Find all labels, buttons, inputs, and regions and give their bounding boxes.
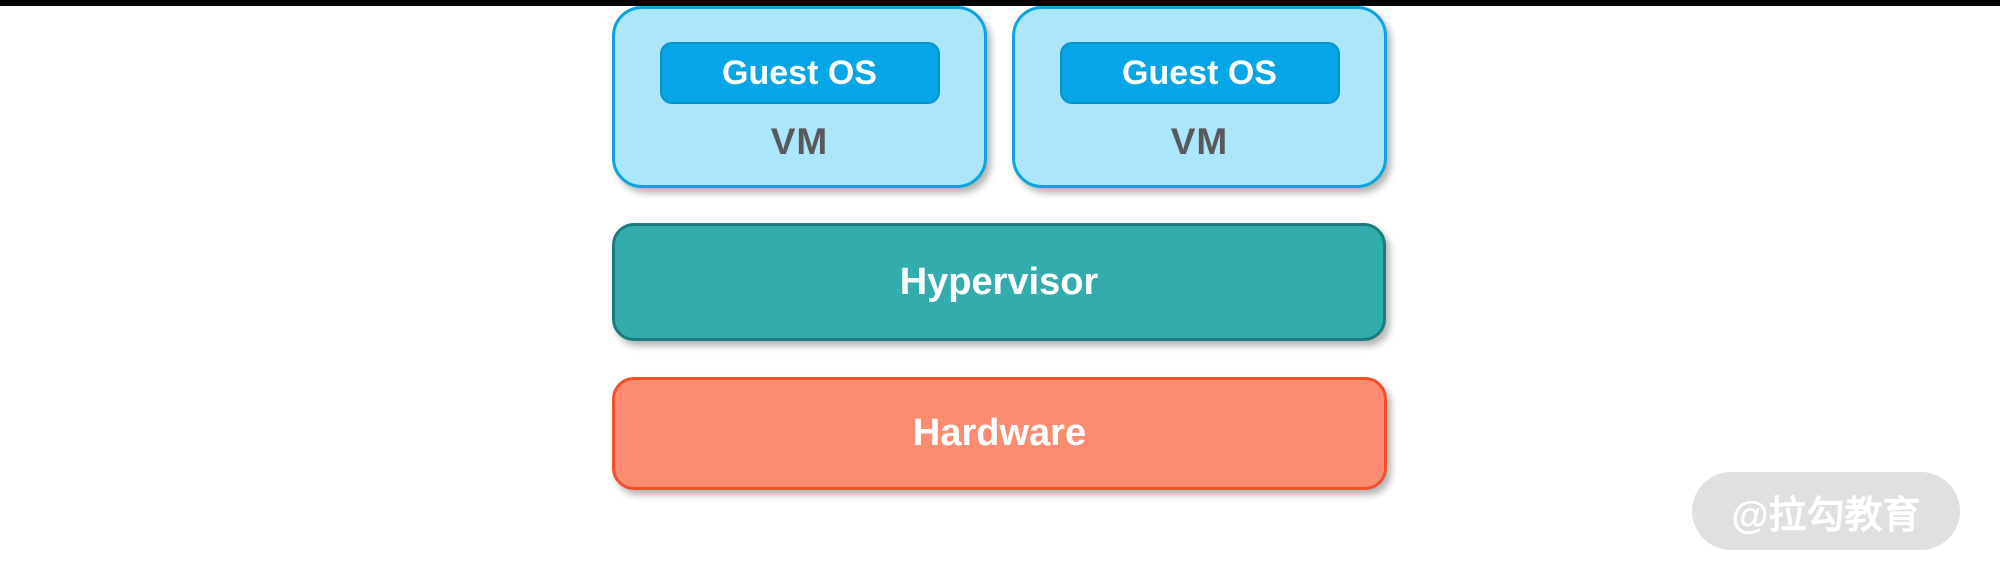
guest-os-label: Guest OS (1122, 53, 1277, 92)
vm-box-2: Guest OS VM (1012, 6, 1387, 188)
vm-box-1: Guest OS VM (612, 6, 987, 188)
vm-label: VM (1170, 121, 1229, 162)
watermark-badge: @拉勾教育 (1692, 472, 1960, 550)
watermark-text: @拉勾教育 (1731, 494, 1921, 537)
hardware-box: Hardware (612, 377, 1387, 490)
guest-os-label: Guest OS (722, 53, 877, 92)
hardware-label: Hardware (912, 412, 1087, 454)
hypervisor-box: Hypervisor (612, 223, 1386, 341)
guest-os-box-2: Guest OS (1059, 42, 1340, 104)
guest-os-box-1: Guest OS (659, 42, 940, 104)
hypervisor-label: Hypervisor (899, 260, 1099, 303)
top-black-bar (0, 0, 2000, 6)
vm-label: VM (770, 121, 829, 162)
